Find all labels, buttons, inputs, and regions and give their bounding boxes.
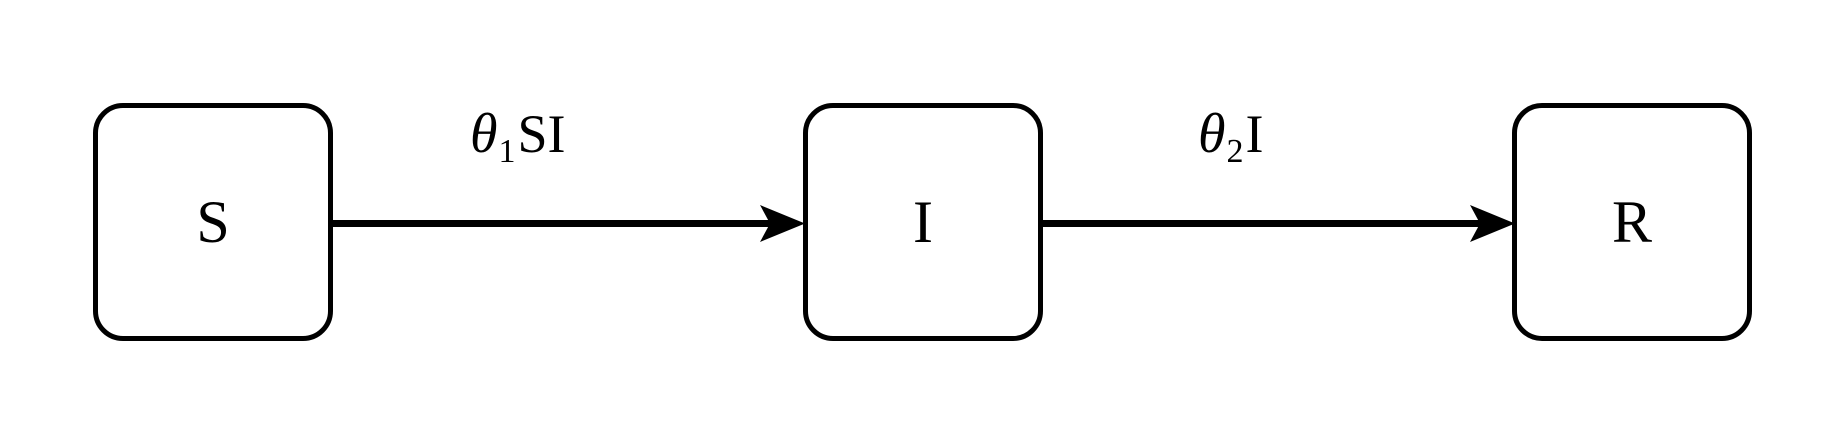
node-susceptible[interactable]: S <box>93 103 333 341</box>
edge-si-rate-label: θ1SI <box>470 106 566 169</box>
edge-si-arrowhead <box>760 205 805 242</box>
theta-symbol-2: θ <box>1198 103 1226 165</box>
theta-subscript-1: 1 <box>498 133 516 171</box>
node-infected-label: I <box>913 189 933 255</box>
edge-susceptible-to-infected <box>330 205 805 242</box>
node-susceptible-label: S <box>196 189 230 255</box>
node-recovered[interactable]: R <box>1512 103 1752 341</box>
edge-ir-shaft-body <box>1040 220 1480 227</box>
theta-symbol-1: θ <box>470 103 498 165</box>
edge-ir-rate-label: θ2I <box>1198 106 1264 169</box>
theta-subscript-2: 2 <box>1226 133 1244 171</box>
edge-si-rate-operand: SI <box>517 104 566 164</box>
node-recovered-label: R <box>1611 189 1653 255</box>
edge-ir-arrowhead <box>1470 205 1515 242</box>
edge-ir-rate-operand: I <box>1245 104 1264 164</box>
edge-si-shaft-body <box>330 220 770 227</box>
edge-infected-to-recovered <box>1040 205 1515 242</box>
node-infected[interactable]: I <box>803 103 1043 341</box>
